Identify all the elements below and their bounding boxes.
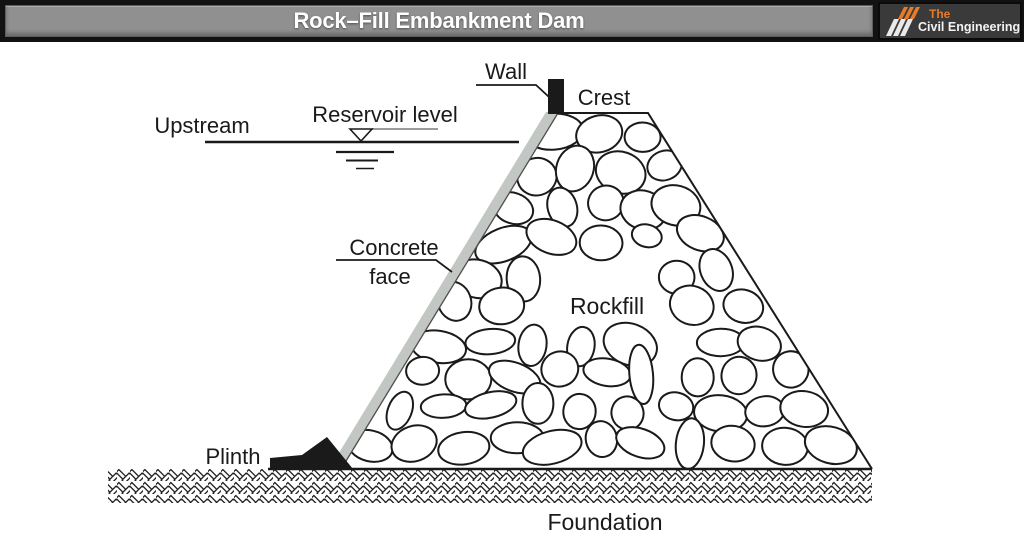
logo-text-the: The (929, 7, 951, 21)
rock-ellipse (720, 355, 758, 396)
header-title-bar: Rock–Fill Embankment Dam (5, 5, 873, 37)
rock-ellipse (736, 325, 782, 362)
rock-ellipse (464, 390, 518, 420)
label-wall: Wall (485, 59, 527, 84)
rock-ellipse (405, 355, 441, 386)
rock-ellipse (710, 424, 756, 463)
crest-wall-shape (548, 79, 564, 114)
rock-ellipse (521, 382, 555, 425)
water-depth-lines-icon (336, 150, 394, 170)
rock-ellipse (675, 214, 725, 253)
concrete-face-leader-line (336, 259, 453, 273)
crest-and-downstream-slope-line (564, 112, 873, 470)
rock-ellipse (744, 395, 786, 428)
rock-ellipse (761, 426, 809, 466)
rock-ellipse (517, 323, 548, 367)
rock-ellipse (615, 426, 666, 460)
rock-ellipse (390, 424, 438, 463)
water-level-triangle-icon (348, 128, 374, 143)
rock-ellipse (779, 390, 830, 428)
label-foundation: Foundation (547, 509, 662, 535)
label-reservoir-level: Reservoir level (312, 102, 458, 127)
rock-ellipse (385, 390, 415, 431)
logo-text-name: Civil Engineering (918, 20, 1021, 34)
rock-ellipse (419, 393, 468, 419)
rock-ellipse (668, 284, 715, 326)
rock-ellipse (722, 288, 765, 324)
label-rockfill: Rockfill (570, 293, 644, 319)
page-title: Rock–Fill Embankment Dam (293, 8, 585, 33)
rock-ellipse (437, 430, 491, 466)
rock-ellipse (680, 357, 715, 398)
rock-ellipse (478, 286, 526, 326)
rock-ellipse (623, 121, 662, 153)
rock-ellipse (628, 343, 655, 405)
rock-ellipse (630, 223, 663, 249)
header-banner: Rock–Fill Embankment Dam The Civil Engin… (0, 0, 1024, 42)
label-plinth: Plinth (205, 444, 260, 469)
label-concrete-face-line2: face (369, 264, 411, 289)
rock-ellipse (575, 114, 624, 154)
concrete-face-edge-line (342, 112, 559, 467)
label-concrete-face-line1: Concrete (349, 235, 438, 260)
logo-box: The Civil Engineering (878, 2, 1022, 40)
rock-ellipse (525, 217, 578, 256)
rock-ellipse (587, 184, 625, 222)
rock-ellipse (521, 428, 583, 466)
label-upstream: Upstream (154, 113, 249, 138)
rock-ellipse (464, 327, 517, 356)
foundation-hatch (108, 469, 872, 503)
concrete-face-band (331, 112, 558, 466)
rock-ellipse (562, 392, 597, 431)
logo-slashes-icon (886, 7, 920, 36)
rock-ellipse (698, 248, 734, 292)
rock-ellipse (674, 417, 706, 469)
rock-ellipse (578, 224, 624, 262)
rockfill-rocks-group (346, 114, 858, 469)
rock-ellipse (540, 350, 580, 388)
rock-ellipse (444, 358, 493, 401)
plinth-shape (270, 437, 353, 469)
rock-ellipse (657, 391, 695, 422)
rock-ellipse (803, 425, 858, 466)
wall-leader-line (476, 84, 550, 98)
label-crest: Crest (578, 85, 631, 110)
dam-diagram-canvas: Wall Crest Upstream Reservoir level Conc… (108, 59, 873, 535)
